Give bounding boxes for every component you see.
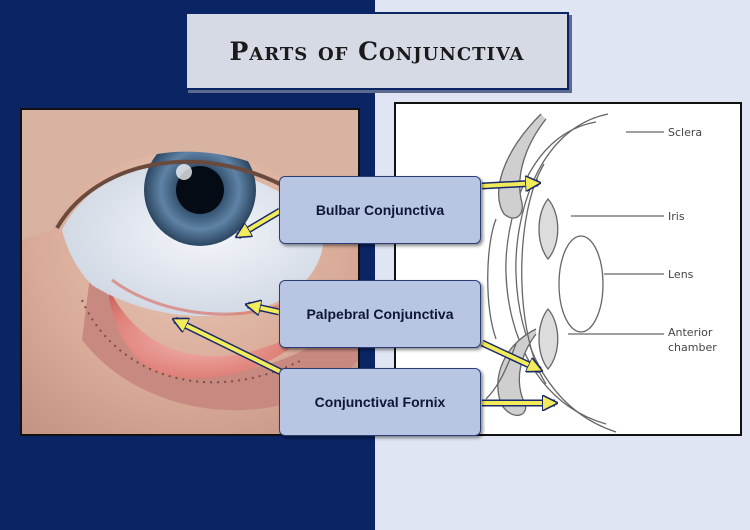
palpebral-conjunctiva-label: Palpebral Conjunctiva: [279, 280, 481, 348]
sclera-curve: [505, 121, 607, 425]
label-iris: Iris: [668, 210, 685, 223]
title-box: Parts of Conjunctiva: [185, 12, 569, 90]
label-chamber: chamber: [668, 341, 717, 354]
label-lens: Lens: [668, 268, 694, 281]
bulbar-conjunctiva-label: Bulbar Conjunctiva: [279, 176, 481, 244]
conjunctival-fornix-label: Conjunctival Fornix: [279, 368, 481, 436]
page-title: Parts of Conjunctiva: [229, 36, 525, 66]
label-sclera: Sclera: [668, 126, 702, 139]
label-anterior: Anterior: [668, 326, 713, 339]
